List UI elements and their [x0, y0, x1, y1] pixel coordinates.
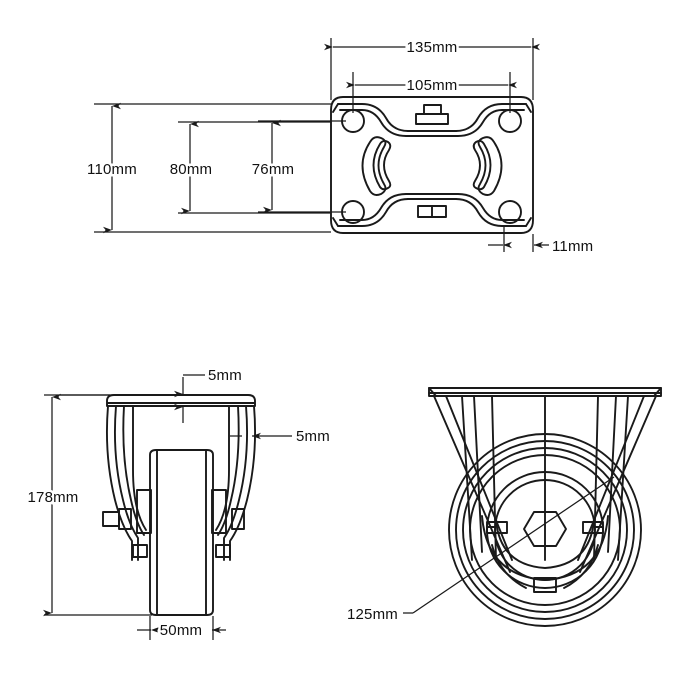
hub-plate-left — [136, 489, 152, 534]
fork-foot-right — [215, 544, 231, 558]
wheel-web-right — [563, 544, 599, 589]
top-plate-plan-view — [330, 96, 534, 234]
front-elevation-view — [102, 394, 256, 616]
dim-label-80: 80mm — [170, 161, 212, 178]
fork-foot-left — [132, 544, 148, 558]
plate-bottom-rib-inner — [339, 193, 525, 221]
fork-leg-left-inner — [132, 405, 147, 531]
front-top-plate — [106, 394, 256, 407]
dim-label-76: 76mm — [252, 161, 294, 178]
dim-label-50: 50mm — [160, 622, 202, 639]
plate-corner-br — [525, 217, 532, 227]
leader-125-diagonal — [412, 476, 615, 614]
side-elevation-view — [428, 387, 662, 627]
slot-left-inner — [372, 139, 392, 191]
front-view-dimensions — [43, 374, 292, 640]
axle-hex-nut — [523, 511, 567, 547]
side-plate-tab-left — [428, 387, 437, 397]
top-view-dimension-labels: 135mm 105mm 110mm 80mm 76mm 11mm — [85, 37, 594, 256]
wheel-spoke-block-right — [582, 521, 604, 534]
plate-top-rib-inner — [339, 109, 525, 137]
fork-leg-left-mid1 — [114, 405, 139, 561]
wheel-tread-circle — [455, 440, 635, 620]
front-view-dimension-labels: 178mm 50mm 5mm 5mm — [25, 367, 330, 642]
wheel-spoke-block-bottom — [533, 577, 557, 593]
plate-corner-bl — [332, 217, 339, 227]
dim-label-125: 125mm — [347, 606, 398, 623]
dim-label-110: 110mm — [87, 161, 137, 178]
plate-corner-tl — [332, 103, 339, 113]
fork-leg-left-mid2 — [122, 405, 145, 536]
axle-bolt-shank-left — [118, 508, 132, 530]
plate-outline — [330, 96, 534, 234]
slot-right-outer — [477, 136, 503, 196]
dim-label-5-top: 5mm — [208, 367, 242, 384]
wheel-web-left — [491, 544, 527, 589]
wheel-tread-front — [149, 449, 214, 616]
dim-label-11: 11mm — [552, 238, 593, 255]
hub-plate-right — [211, 489, 227, 534]
wheel-hub-inner-circle — [494, 479, 596, 581]
fork-bottom-curve — [495, 519, 595, 569]
side-view-dimensions — [403, 476, 615, 614]
plate-corner-tr — [525, 103, 532, 113]
wheel-outer-circle — [448, 433, 642, 627]
fork-rib-2 — [473, 395, 483, 553]
fork-leg-left-outer — [106, 405, 133, 561]
wheel-rim-circle — [462, 447, 628, 613]
wheel-spoke-block-left — [486, 521, 508, 534]
slot-right-inner — [472, 139, 492, 191]
fork-rib-6 — [607, 395, 617, 553]
slot-left-outer — [361, 136, 387, 196]
dim-label-135: 135mm — [406, 39, 457, 56]
fork-leg-right-mid1 — [223, 405, 248, 561]
dim-label-178: 178mm — [27, 489, 78, 506]
axle-nut-right — [231, 508, 245, 530]
wheel-inner-rim-circle — [469, 454, 621, 606]
dim-label-5-side: 5mm — [296, 428, 330, 445]
bolt-hole-bottom-right — [498, 200, 522, 224]
kingpin-bolt-head-top — [423, 104, 442, 115]
dim-label-105: 105mm — [406, 77, 457, 94]
top-view-dimensions — [94, 38, 549, 252]
fork-leg-right-mid2 — [217, 405, 240, 536]
side-plate-tab-right — [653, 387, 662, 397]
